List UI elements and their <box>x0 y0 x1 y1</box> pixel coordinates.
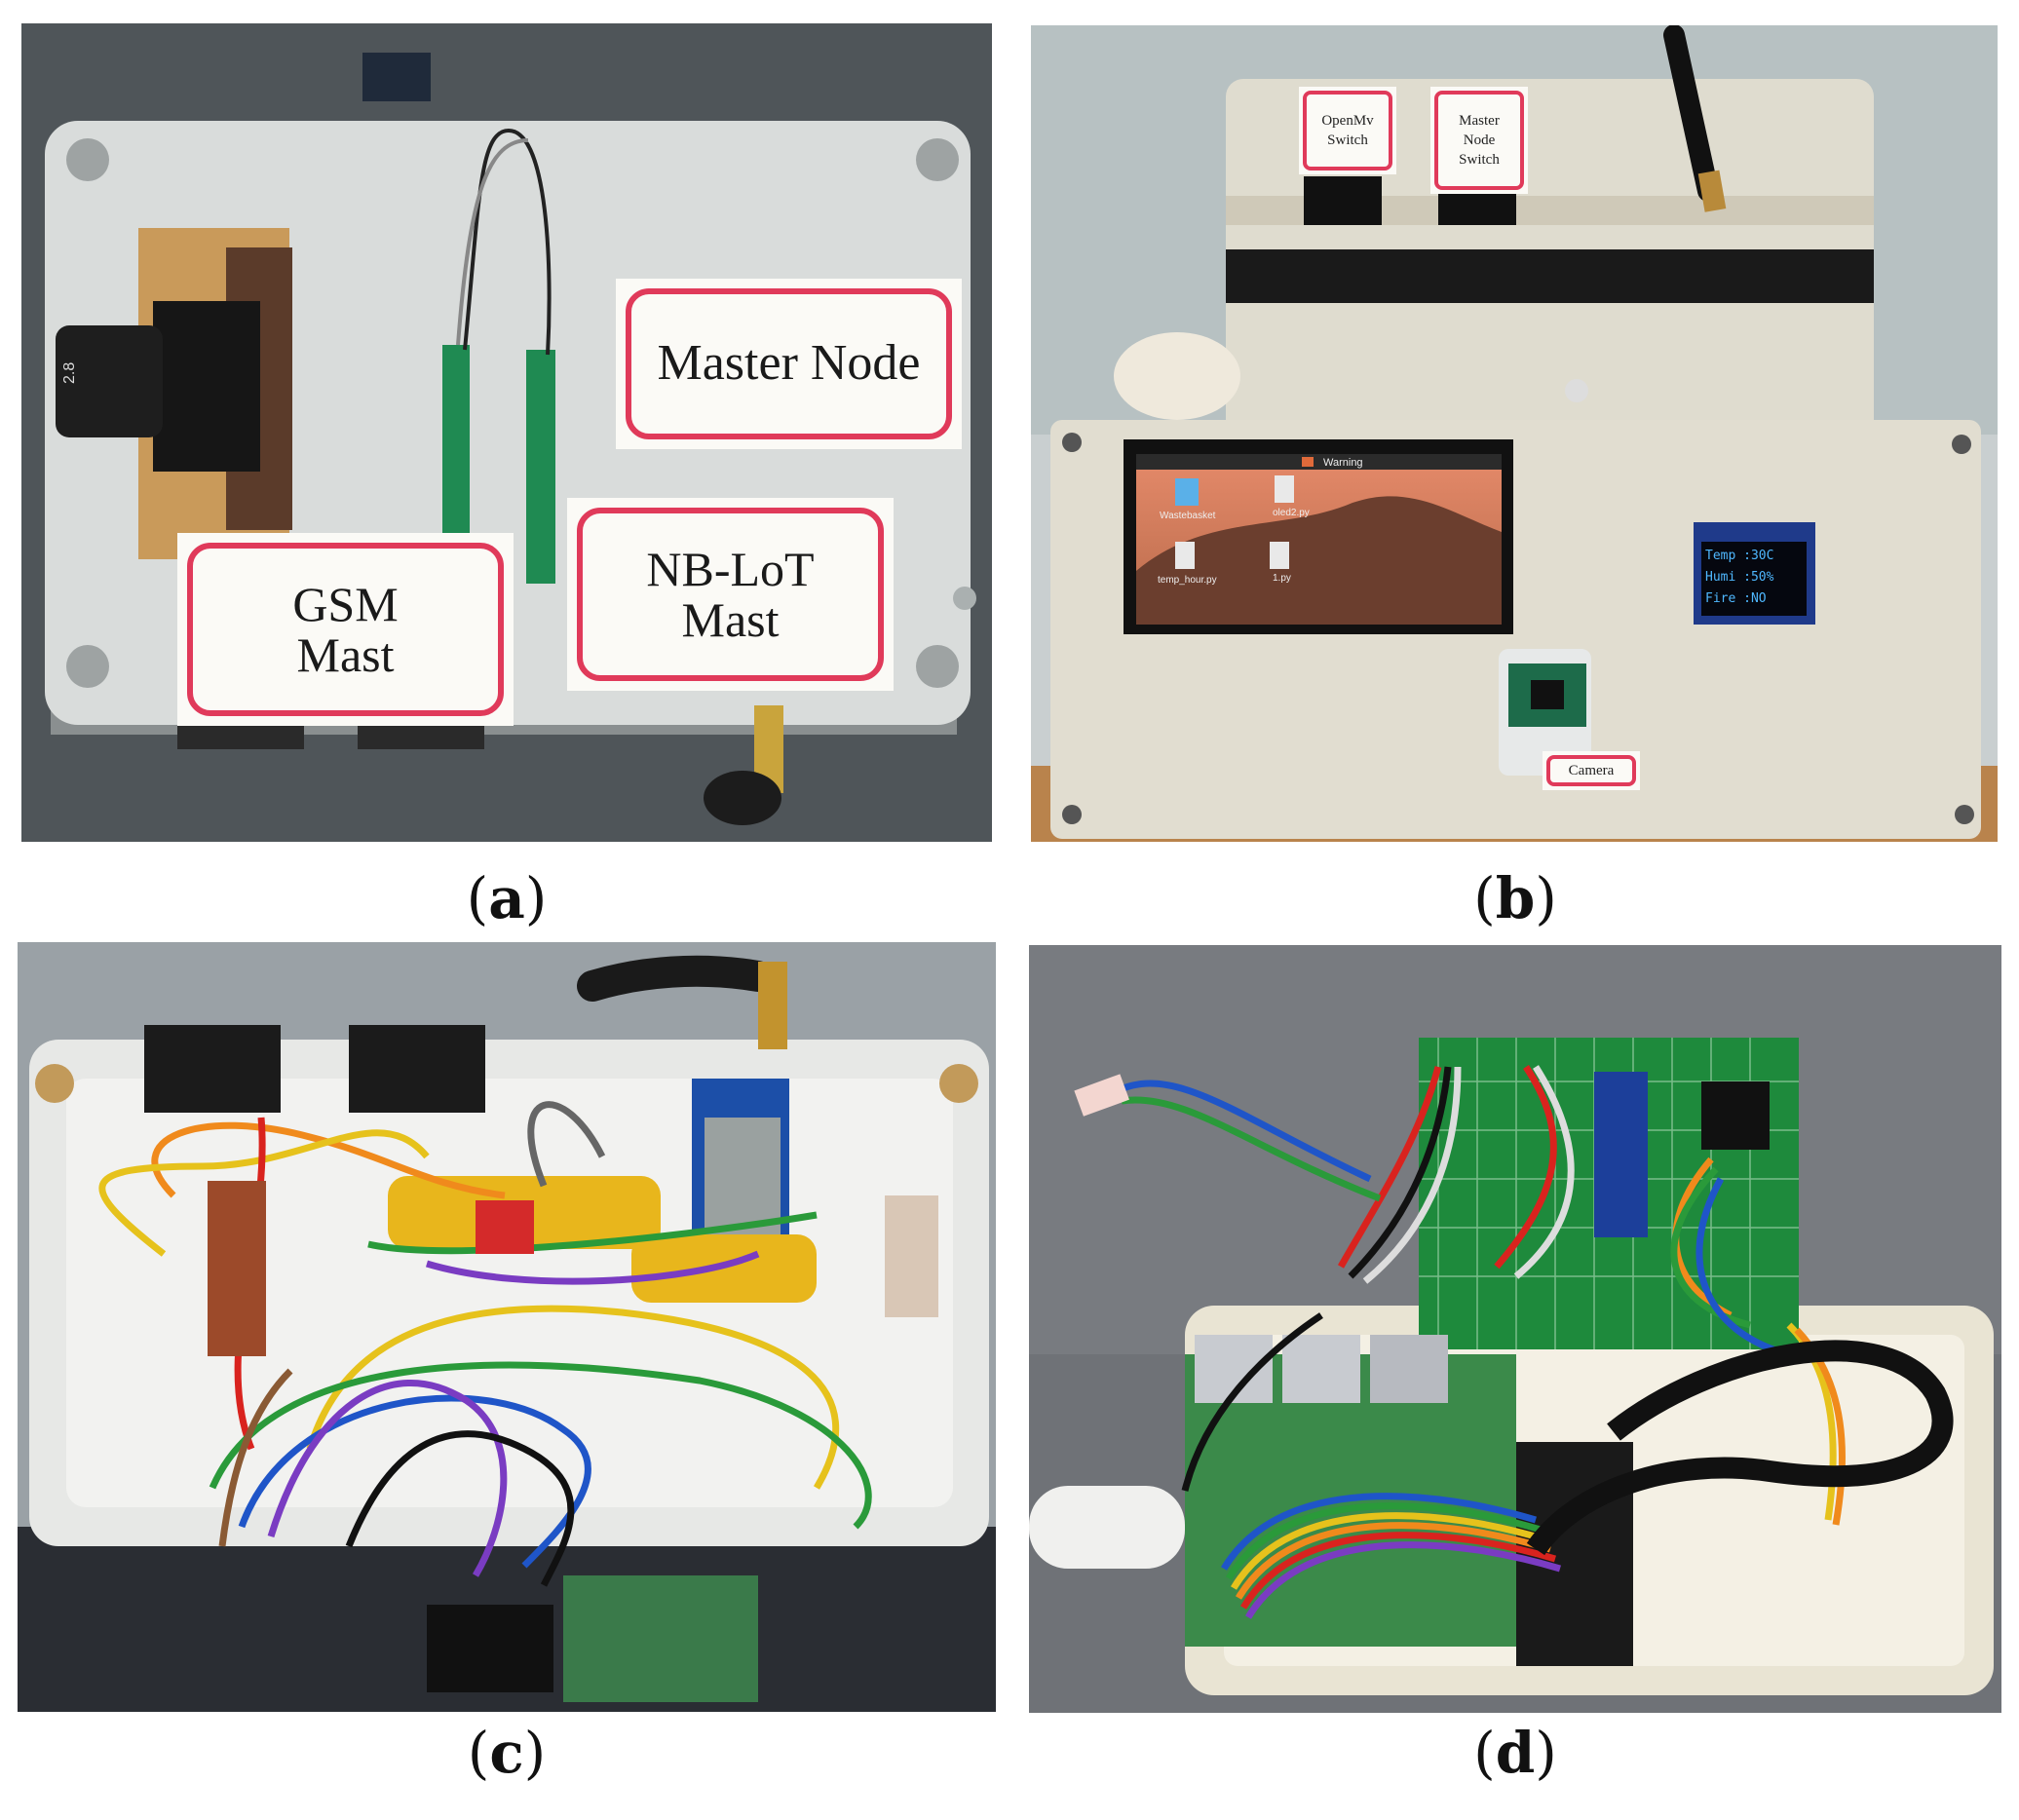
panel-d-photo <box>1029 945 2001 1713</box>
panel-c-photo <box>18 942 996 1712</box>
oled-line-1: Humi :50% <box>1705 570 1774 585</box>
label-nb-iot-mast: NB-LoT Mast <box>567 498 894 691</box>
photo-panel-d <box>1029 945 2001 1713</box>
label-camera: Camera <box>1543 751 1640 790</box>
label-master-node: Master Node <box>616 279 962 449</box>
caption-b: (b) <box>1473 865 1557 931</box>
photo-panel-a: 2.8 Master Node NB-LoT Mast GSM Mast <box>21 23 992 842</box>
oled-line-0: Temp :30C <box>1705 549 1773 563</box>
screen-file-1: oled2.py <box>1273 508 1310 518</box>
caption-a: (a) <box>466 865 548 931</box>
oled-line-2: Fire :NO <box>1705 591 1767 606</box>
photo-panel-b: Warning Wastebasket oled2.py temp_hour.p… <box>1031 25 1998 842</box>
label-gsm-mast: GSM Mast <box>177 533 514 726</box>
screen-file-2: temp_hour.py <box>1158 575 1217 586</box>
caption-d: (d) <box>1473 1720 1557 1786</box>
caption-c: (c) <box>467 1720 547 1786</box>
lens-text: 2.8 <box>61 362 78 384</box>
screen-file-0: Wastebasket <box>1160 511 1216 521</box>
screen-warning-text: Warning <box>1323 457 1363 469</box>
screen-file-3: 1.py <box>1273 573 1291 584</box>
label-openmv-switch: OpenMv Switch <box>1299 87 1396 174</box>
label-master-node-switch: Master Node Switch <box>1430 87 1528 194</box>
photo-panel-c <box>18 942 996 1712</box>
